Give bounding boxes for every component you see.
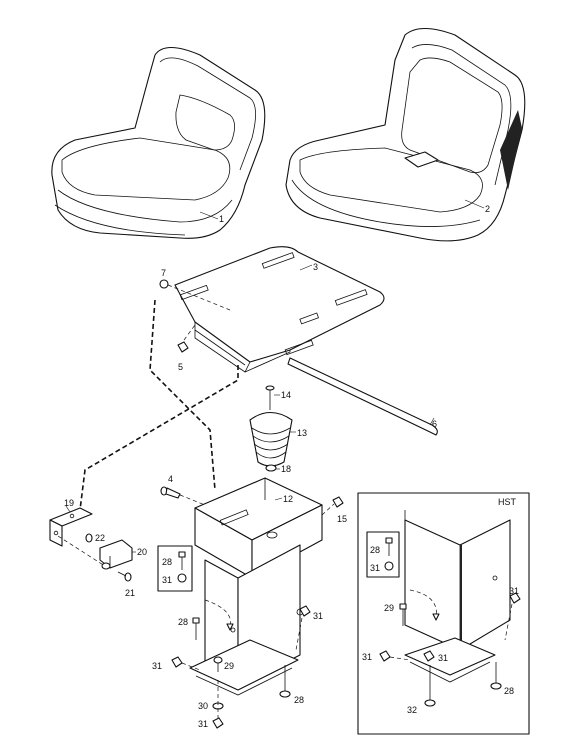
- bolt-28-detail: [178, 551, 186, 570]
- washer-7: [159, 279, 169, 289]
- callout-15: 15: [337, 514, 347, 524]
- hst-callout-31-left: 31: [362, 652, 372, 662]
- nut-5: [177, 341, 189, 353]
- nut-15: [332, 496, 344, 508]
- callout-21: 21: [125, 588, 135, 598]
- hst-support-column: [404, 510, 511, 683]
- hst-nut-31-right: [509, 592, 521, 604]
- callout-28-bottom: 28: [294, 695, 304, 705]
- seat-support-column: [189, 544, 304, 696]
- bolt-28-left: [192, 617, 200, 640]
- callout-12: 12: [283, 494, 293, 504]
- hst-callout-28: 28: [370, 545, 380, 555]
- callout-29: 29: [224, 661, 234, 671]
- hst-bolt-29: [399, 603, 407, 626]
- hst-callout-29: 29: [384, 603, 394, 613]
- hst-nut-31-detail: [384, 561, 394, 571]
- bolt-28-bottom: [279, 665, 291, 698]
- hst-bolt-28-detail: [385, 537, 393, 556]
- switch-wire-path: [149, 299, 216, 491]
- callout-7: 7: [161, 268, 166, 278]
- bolt-14: [265, 385, 275, 410]
- spring-13: [249, 411, 293, 467]
- callout-6: 6: [432, 419, 437, 429]
- callout-13: 13: [297, 428, 307, 438]
- seat-2-high-back: [285, 27, 526, 242]
- hst-nut-31-center: [423, 650, 435, 662]
- callout-31-detail: 31: [162, 575, 172, 585]
- callout-22: 22: [95, 533, 105, 543]
- callout-4: 4: [168, 474, 173, 484]
- bolt-4: [160, 486, 181, 499]
- callout-18: 18: [281, 464, 291, 474]
- callout-14: 14: [281, 390, 291, 400]
- callout-30: 30: [198, 701, 208, 711]
- nut-31-bottom: [212, 717, 224, 729]
- callout-28-detail: 28: [162, 557, 172, 567]
- callout-20: 20: [137, 547, 147, 557]
- adjust-rod-6: [287, 357, 438, 436]
- nut-31-left: [171, 656, 183, 668]
- bolt-29: [213, 656, 223, 672]
- callout-3: 3: [313, 262, 318, 272]
- screw-22: [85, 533, 93, 543]
- hst-callout-31-right: 31: [509, 586, 519, 596]
- washer-18: [265, 464, 277, 472]
- callout-31-right: 31: [313, 611, 323, 621]
- hst-bolt-32: [424, 665, 436, 707]
- hst-hardware-detail-box: [366, 531, 400, 578]
- hst-bolt-28-bottom: [490, 662, 502, 690]
- nut-31-right: [299, 605, 311, 617]
- callout-31-bottom: 31: [198, 719, 208, 729]
- nut-31-detail: [177, 573, 187, 583]
- bracket-19: [49, 507, 93, 547]
- hst-callout-31-center: 31: [438, 653, 448, 663]
- seat-plate-3: [174, 246, 385, 373]
- hst-title: HST: [498, 497, 517, 507]
- seat-switch-20: [99, 539, 133, 570]
- pivot-bracket-12: [194, 477, 323, 579]
- callout-2: 2: [485, 204, 490, 214]
- callout-1: 1: [219, 214, 224, 224]
- hst-callout-31-detail: 31: [370, 563, 380, 573]
- hst-callout-28-bottom: 28: [504, 686, 514, 696]
- callout-28-left: 28: [178, 617, 188, 627]
- screw-21: [117, 571, 132, 582]
- callout-5: 5: [178, 362, 183, 372]
- hardware-detail-box: [157, 545, 193, 592]
- callout-19: 19: [64, 498, 74, 508]
- callout-31-left: 31: [152, 661, 162, 671]
- seat-1-low-back: [51, 46, 266, 239]
- hst-callout-32: 32: [407, 705, 417, 715]
